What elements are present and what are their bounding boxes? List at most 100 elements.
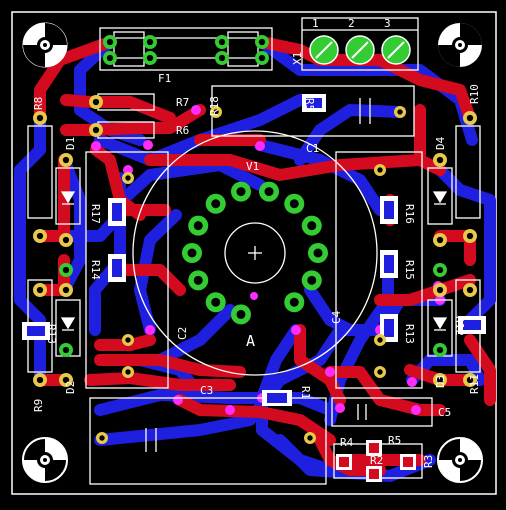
label-X1-pin1: 1 [312, 17, 319, 30]
mounting-hole-bottom-left [22, 437, 68, 483]
pad-hole [125, 369, 131, 375]
label-C2: C2 [176, 327, 189, 340]
pad-hole [99, 435, 105, 441]
pad-hole [211, 297, 221, 307]
mounting-holes [22, 22, 483, 483]
label-F1: F1 [158, 72, 171, 85]
smd-R16 [380, 196, 398, 224]
label-R1: R1 [299, 386, 312, 399]
pad-hole [436, 286, 444, 294]
smd-R4 [336, 454, 352, 470]
smd-R17 [108, 198, 126, 226]
pad-hole [436, 376, 444, 384]
smd-R5 [366, 440, 382, 456]
smd-R1 [262, 390, 292, 406]
mounting-hole-top-left [22, 22, 68, 68]
pad-hole [187, 248, 197, 258]
label-R16: R16 [403, 204, 416, 224]
pad-hole [62, 376, 70, 384]
pad-hole [62, 156, 70, 164]
label-R13-right: R13 [403, 324, 416, 344]
label-R8: R8 [32, 97, 45, 110]
pad-hole [36, 286, 44, 294]
label-R13-left: R13 [45, 324, 58, 344]
smd-R12 [22, 322, 50, 340]
label-C1: C1 [306, 142, 319, 155]
label-R5-top: R5 [303, 98, 316, 111]
smd-R3 [400, 454, 416, 470]
pad-hole [258, 38, 266, 46]
smd-resistors [22, 94, 486, 482]
pad-hole [211, 199, 221, 209]
label-R14: R14 [89, 260, 102, 280]
label-C3: C3 [200, 384, 213, 397]
label-R9: R9 [32, 399, 45, 412]
pad-hole [377, 167, 383, 173]
label-R12: R12 [453, 316, 466, 336]
pad-hole [377, 369, 383, 375]
x1-terminal-screws [309, 35, 411, 65]
pad-hole [289, 199, 299, 209]
pad-hole [62, 346, 70, 354]
smd-R2 [366, 466, 382, 482]
pad-hole [466, 376, 474, 384]
pad-hole [466, 232, 474, 240]
pad-hole [62, 286, 70, 294]
pad-hole [466, 286, 474, 294]
label-R10: R10 [468, 84, 481, 104]
silkscreen [27, 17, 481, 485]
label-D3: D3 [434, 375, 447, 388]
label-X1: X1 [291, 52, 304, 65]
smd-R14 [108, 254, 126, 282]
pad-hole [258, 54, 266, 62]
label-R15: R15 [403, 260, 416, 280]
pad-hole [146, 38, 154, 46]
diode-symbols [60, 191, 448, 331]
label-R6: R6 [176, 124, 189, 137]
pad-hole [36, 232, 44, 240]
pad-hole [213, 109, 219, 115]
pad-hole [125, 175, 131, 181]
pad-hole [397, 109, 403, 115]
pad-hole [436, 346, 444, 354]
pad-hole [466, 114, 474, 122]
smd-R15 [380, 250, 398, 278]
pad-hole [92, 126, 100, 134]
label-R7: R7 [176, 96, 189, 109]
pad-hole [236, 309, 246, 319]
label-X1-pin2: 2 [348, 17, 355, 30]
pad-hole [436, 156, 444, 164]
pad-hole [106, 38, 114, 46]
component-labels: 1 2 3 X1 F1 R8 R7 R6 R18 R5 C1 D1 D4 R10… [32, 17, 481, 468]
mounting-hole-top-right [438, 23, 482, 67]
pad-hole [193, 275, 203, 285]
label-V1-pin-mark: A [246, 332, 255, 350]
label-R2: R2 [370, 454, 383, 467]
pad-hole [307, 221, 317, 231]
label-D2: D2 [64, 381, 77, 394]
label-D1: D1 [64, 137, 77, 150]
smd-R11 [458, 316, 486, 334]
pad-hole [313, 248, 323, 258]
pad-hole [62, 266, 70, 274]
pad-hole [436, 236, 444, 244]
label-R11: R11 [468, 374, 481, 394]
smd-R13 [380, 314, 398, 342]
label-R5-bottom: R5 [388, 434, 401, 447]
pads [33, 35, 477, 444]
mounting-hole-bottom-right [437, 437, 483, 483]
pad-hole [289, 297, 299, 307]
label-V1: V1 [246, 160, 259, 173]
pad-hole [193, 221, 203, 231]
pad-hole [62, 236, 70, 244]
pad-hole [92, 98, 100, 106]
label-X1-pin3: 3 [384, 17, 391, 30]
pad-hole [36, 114, 44, 122]
pad-hole [218, 38, 226, 46]
pad-hole [36, 376, 44, 384]
label-D4: D4 [434, 136, 447, 150]
label-R3: R3 [422, 455, 435, 468]
label-R17: R17 [89, 204, 102, 224]
smd-R7 [302, 94, 326, 112]
pad-hole [307, 435, 313, 441]
